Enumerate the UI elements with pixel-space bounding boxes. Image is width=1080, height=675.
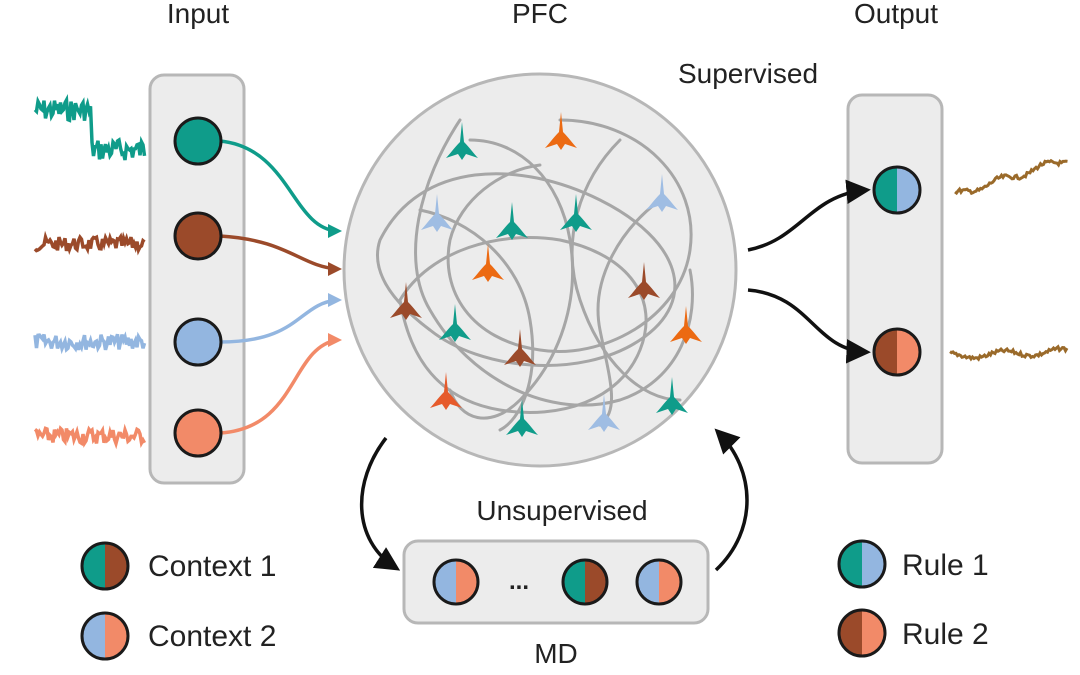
connection-head-light-blue [328, 293, 342, 307]
recurrent-loop [418, 208, 535, 432]
pyramidal-neuron-icon [496, 202, 528, 240]
connection-head-salmon [328, 333, 342, 347]
input-unit-teal [173, 116, 223, 166]
pyramidal-neuron-icon [560, 194, 592, 232]
input-connection-teal [219, 139, 338, 233]
recurrent-loop [375, 172, 677, 367]
legend-right: Rule 1 Rule 2 [837, 539, 989, 658]
input-layer-box [148, 73, 246, 485]
md-to-pfc-arrow [714, 428, 749, 572]
input-connection-salmon [219, 338, 338, 435]
md-layer-box [402, 539, 710, 625]
input-connection-light-blue [219, 298, 338, 344]
legend-context-2-label: Context 2 [148, 620, 276, 653]
pfc-circle [342, 72, 738, 468]
output-unit-rule-2 [872, 327, 922, 377]
legend-rule-1-icon [837, 539, 887, 589]
recurrent-loop [448, 138, 574, 420]
pfc-recurrent-connections [375, 118, 694, 432]
supervised-label: Supervised [678, 58, 818, 89]
pyramidal-neuron-icon [439, 304, 471, 342]
input-trace-light-blue [33, 331, 147, 355]
md-label: MD [534, 638, 578, 669]
output-unit-rule-1 [872, 165, 922, 215]
recurrent-loop [398, 236, 648, 414]
pyramidal-neuron-icon [390, 282, 422, 320]
input-traces [33, 93, 147, 450]
connection-head-teal [328, 224, 342, 238]
legend-context-1-label: Context 1 [148, 550, 276, 583]
recurrent-loop [414, 118, 694, 407]
input-unit-salmon [173, 408, 223, 458]
pfc-header: PFC [512, 0, 568, 29]
legend-rule-1-label: Rule 1 [902, 549, 989, 582]
pfc-to-md-arrow [359, 436, 401, 571]
md-units [432, 558, 683, 606]
pyramidal-neuron-icon [472, 244, 504, 282]
input-header: Input [167, 0, 229, 29]
input-connection-brown [219, 234, 338, 271]
pyramidal-neuron-icon [646, 174, 678, 212]
recurrent-loop [446, 118, 693, 353]
pyramidal-neuron-icon [446, 122, 478, 160]
legend-context-1-icon [80, 541, 130, 591]
md-unit [561, 558, 609, 606]
pyramidal-neuron-icon [506, 399, 538, 437]
pyramidal-neuron-icon [504, 329, 536, 367]
input-unit-light-blue [173, 317, 223, 367]
pyramidal-neuron-icon [421, 194, 453, 232]
input-unit-brown [173, 211, 223, 261]
md-unit [432, 558, 480, 606]
legend-context-2-icon [80, 611, 130, 661]
md-ellipsis: ... [509, 568, 529, 595]
output-header: Output [854, 0, 938, 29]
recurrent-loop [596, 198, 662, 427]
input-trace-brown [33, 230, 146, 256]
pyramidal-neuron-icon [430, 372, 462, 410]
pfc-to-output-connection-1 [747, 179, 871, 252]
input-connection-heads [328, 224, 342, 347]
pyramidal-neuron-icon [588, 394, 620, 432]
input-trace-teal [33, 93, 147, 161]
output-trace-rule-1 [954, 158, 1068, 196]
pyramidal-neuron-icon [656, 377, 688, 415]
pfc-neurons [390, 112, 702, 437]
legend-rule-2-label: Rule 2 [902, 618, 989, 651]
md-unit [635, 558, 683, 606]
pyramidal-neuron-icon [670, 306, 702, 344]
legend-left: Context 1 Context 2 [80, 541, 276, 661]
pyramidal-neuron-icon [545, 112, 577, 150]
connection-head-brown [328, 262, 342, 276]
unsupervised-label: Unsupervised [476, 495, 647, 526]
input-trace-salmon [33, 423, 147, 450]
output-layer-box [846, 93, 944, 465]
input-connections [219, 139, 338, 435]
pyramidal-neuron-icon [628, 262, 660, 300]
output-trace-rule-2 [949, 344, 1069, 362]
legend-rule-2-icon [837, 608, 887, 658]
pfc-to-output-connection-2 [747, 288, 871, 364]
recurrent-loop [570, 138, 682, 402]
